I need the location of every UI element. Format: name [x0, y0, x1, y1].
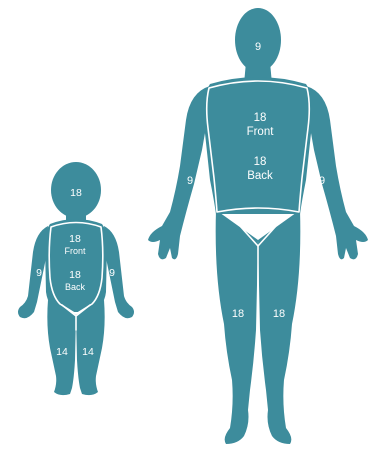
adult-trunk-front-text: Front	[247, 126, 275, 138]
child-right-arm-label: 9	[109, 267, 115, 279]
adult-left-leg-label: 18	[232, 308, 244, 320]
adult-trunk	[204, 77, 313, 214]
child-trunk-front-text: Front	[64, 246, 86, 256]
adult-left-leg	[216, 210, 258, 444]
child-left-arm-label: 9	[36, 267, 42, 279]
child-trunk-back-value: 18	[69, 269, 81, 281]
child-left-leg-label: 14	[56, 346, 68, 358]
child-head-label: 18	[70, 187, 82, 199]
adult-trunk-front-value: 18	[254, 112, 267, 124]
child-trunk-front-value: 18	[69, 233, 81, 245]
adult-figure	[148, 8, 368, 444]
child-left-arm	[18, 226, 48, 318]
child-right-leg-label: 14	[82, 346, 94, 358]
adult-left-arm-label: 9	[187, 175, 193, 187]
adult-trunk-back-text: Back	[247, 170, 273, 182]
adult-left-arm	[148, 86, 210, 259]
adult-trunk-back-value: 18	[254, 156, 267, 168]
adult-groin-label: 1	[255, 228, 261, 240]
adult-right-arm	[306, 86, 368, 259]
child-trunk-back-text: Back	[65, 282, 86, 292]
adult-right-leg-label: 18	[273, 308, 285, 320]
adult-right-arm-label: 9	[319, 175, 325, 187]
adult-head-label: 9	[255, 41, 261, 53]
adult-right-leg	[258, 210, 300, 444]
